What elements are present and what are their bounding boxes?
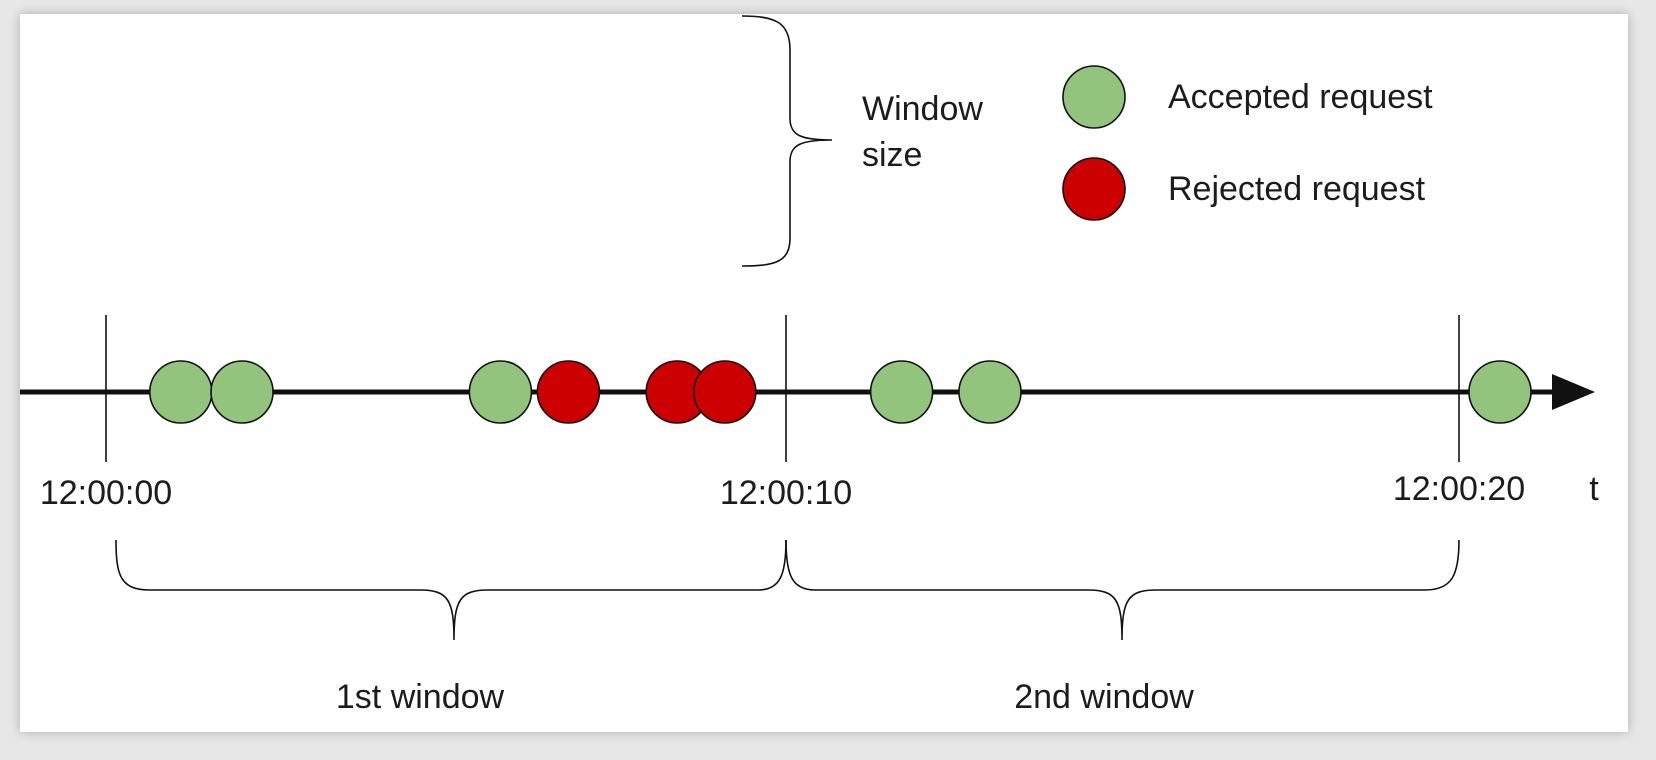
legend-accepted-label: Accepted request	[1168, 78, 1433, 116]
window-size-label-line2: size	[862, 136, 922, 174]
axis-label-t: t	[1589, 470, 1599, 508]
tick-label-1: 12:00:10	[720, 474, 852, 512]
first-window-brace	[115, 539, 787, 641]
accepted-request-marker-7	[958, 360, 1022, 424]
diagram-frame	[20, 14, 1628, 732]
window-size-brace	[741, 15, 833, 267]
first-window-label: 1st window	[336, 678, 505, 716]
rejected-request-marker-3	[536, 360, 601, 424]
requests-layer	[149, 360, 1532, 424]
accepted-request-marker-8	[1468, 360, 1532, 424]
window-size-label-line1: Window	[862, 90, 983, 128]
tick-label-0: 12:00:00	[40, 474, 172, 512]
time-axis-arrowhead	[1552, 374, 1595, 410]
rejected-request-marker-5	[692, 360, 757, 424]
legend-accepted-swatch	[1062, 65, 1126, 129]
accepted-request-marker-6	[869, 360, 934, 424]
tick-label-2: 12:00:20	[1393, 470, 1525, 508]
second-window-label: 2nd window	[1014, 678, 1194, 716]
accepted-request-marker-0	[149, 360, 213, 424]
second-window-brace	[785, 539, 1460, 641]
legend-rejected-label: Rejected request	[1168, 170, 1426, 208]
legend-rejected-swatch	[1062, 157, 1126, 221]
accepted-request-marker-2	[468, 360, 533, 424]
accepted-request-marker-1	[210, 360, 274, 424]
